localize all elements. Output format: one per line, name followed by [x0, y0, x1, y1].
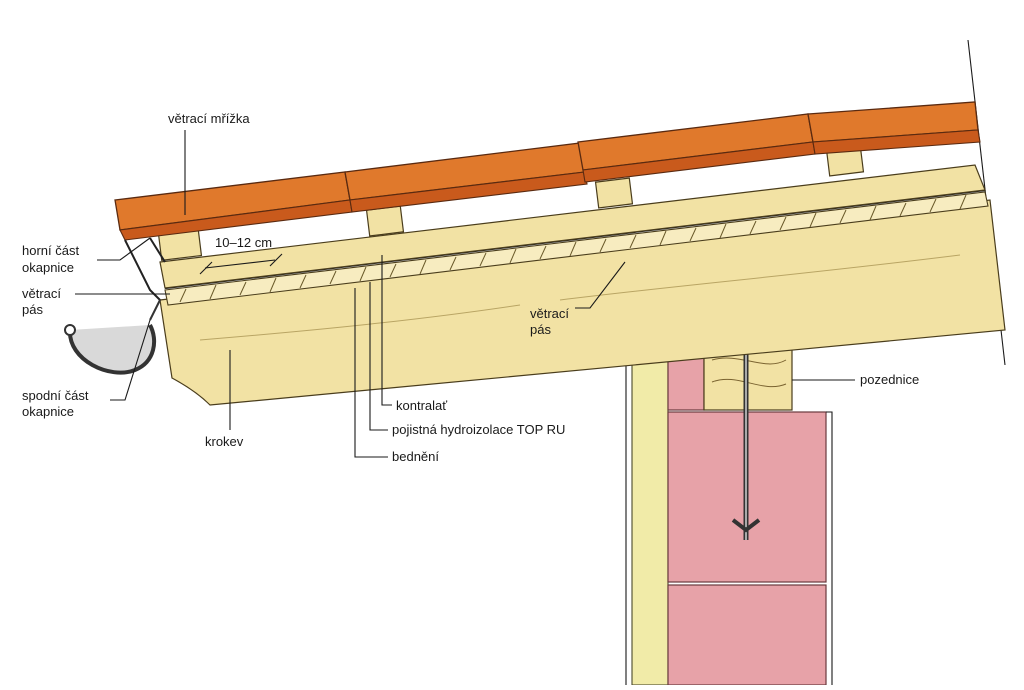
dimension-tick-2: [269, 253, 283, 267]
roof-tile-4-under: [812, 129, 981, 155]
leader-bedneni: [354, 288, 388, 458]
label-spodni-cast-2: okapnice: [22, 404, 74, 419]
leader-horni-cast: [97, 237, 151, 261]
rafter-grain-1: [199, 304, 521, 341]
leader-spodni-cast: [110, 319, 151, 401]
label-vetraci-mrizka: větrací mřížka: [168, 111, 250, 126]
wall-frame-line-right: [826, 411, 833, 685]
vent-grille: [149, 237, 166, 263]
drip-edge-upper: [124, 239, 161, 301]
label-horni-cast-1: horní část: [22, 243, 79, 258]
label-dimension: 10–12 cm: [215, 235, 272, 250]
label-vetraci-pas-left-1: větrací: [22, 286, 61, 301]
boarding-layer: [164, 191, 989, 306]
dimension-line: [204, 259, 276, 269]
leader-pojistna: [369, 282, 388, 431]
batten-3: [594, 177, 634, 209]
dimension-tick-1: [199, 261, 213, 275]
label-vetraci-pas-right-1: větrací: [530, 306, 569, 321]
label-vetraci-pas-right-2: pás: [530, 322, 551, 337]
gutter-bracket: [149, 299, 161, 321]
label-pozednice: pozednice: [860, 372, 919, 387]
boarding-hatch: [179, 194, 967, 303]
label-bedneni: bednění: [392, 449, 439, 464]
anchor-hook: [731, 518, 761, 533]
batten-2: [365, 205, 405, 237]
label-spodni-cast-1: spodní část: [22, 388, 89, 403]
label-krokev: krokev: [205, 434, 244, 449]
wall-brick-low: [667, 584, 827, 686]
rafter-grain-2: [559, 254, 961, 301]
gutter-rim: [64, 324, 76, 336]
rafter: [159, 199, 1006, 406]
leader-vetraci-pas-right: [575, 261, 626, 309]
gutter: [67, 324, 157, 375]
label-horni-cast-2: okapnice: [22, 260, 74, 275]
leader-kontralat: [381, 255, 392, 406]
counter-batten: [159, 164, 986, 289]
label-kontralat: kontralať: [396, 398, 447, 413]
roof-tile-2-under: [349, 171, 588, 213]
label-vetraci-pas-left-2: pás: [22, 302, 43, 317]
label-pojistna: pojistná hydroizolace TOP RU: [392, 422, 565, 437]
